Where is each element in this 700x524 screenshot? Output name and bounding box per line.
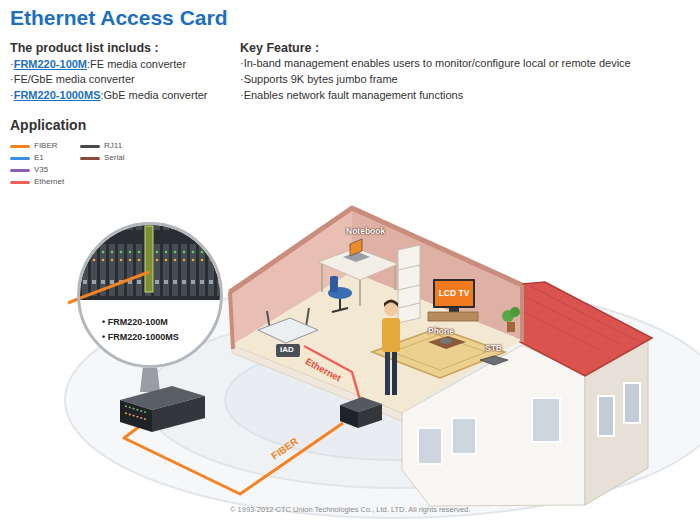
legend-text: Serial [104, 153, 124, 163]
caption: © 1993-2012 CTC Union Technologies Co., … [230, 505, 470, 514]
legend-text: RJ11 [104, 141, 122, 151]
feature-text: ·In-band management enables users to mon… [240, 57, 631, 70]
product-text: ·FE/GbE media converter [10, 73, 135, 86]
legend-swatch [10, 157, 30, 160]
list-heading: The product list includs : [10, 41, 159, 56]
node-text: • FRM220-1000MS [102, 332, 179, 343]
legend-swatch [10, 181, 30, 184]
wire-label: Ethernet [303, 355, 342, 383]
wire-label: FIBER [269, 436, 301, 463]
legend-text: Ethernet [34, 177, 64, 187]
feature-text: ·Supports 9K bytes jumbo frame [240, 73, 398, 86]
title: Ethernet Access Card [10, 5, 227, 30]
bullet: · [10, 58, 14, 71]
legend-swatch [10, 169, 30, 172]
product-link: FRM220-1000MS [14, 89, 101, 102]
lcd-screen: LCD TV [433, 279, 475, 308]
legend-text: V35 [34, 165, 48, 175]
device-label: STB [485, 343, 502, 353]
feature-heading: Key Feature : [240, 41, 319, 56]
device-label: Phone [428, 326, 454, 336]
product-text: :FE media converter [87, 58, 186, 71]
callout-circle: • FRM220-100M • FRM220-1000MS [77, 222, 223, 368]
legend-swatch [10, 145, 30, 148]
node-text: • FRM220-100M [102, 317, 168, 328]
legend-swatch [80, 145, 100, 148]
product-link: FRM220-100M [14, 58, 87, 71]
legend-text: FIBER [34, 141, 58, 151]
node-text: LCD TV [439, 288, 470, 298]
section-heading: Application [10, 117, 86, 134]
product-text: :GbE media converter [101, 89, 208, 102]
bullet: · [10, 89, 14, 102]
device-label: IAD [280, 345, 294, 355]
feature-text: ·Enables network fault management functi… [240, 89, 463, 102]
device-label: Notebook [346, 226, 385, 236]
legend-swatch [80, 157, 100, 160]
legend-text: E1 [34, 153, 44, 163]
